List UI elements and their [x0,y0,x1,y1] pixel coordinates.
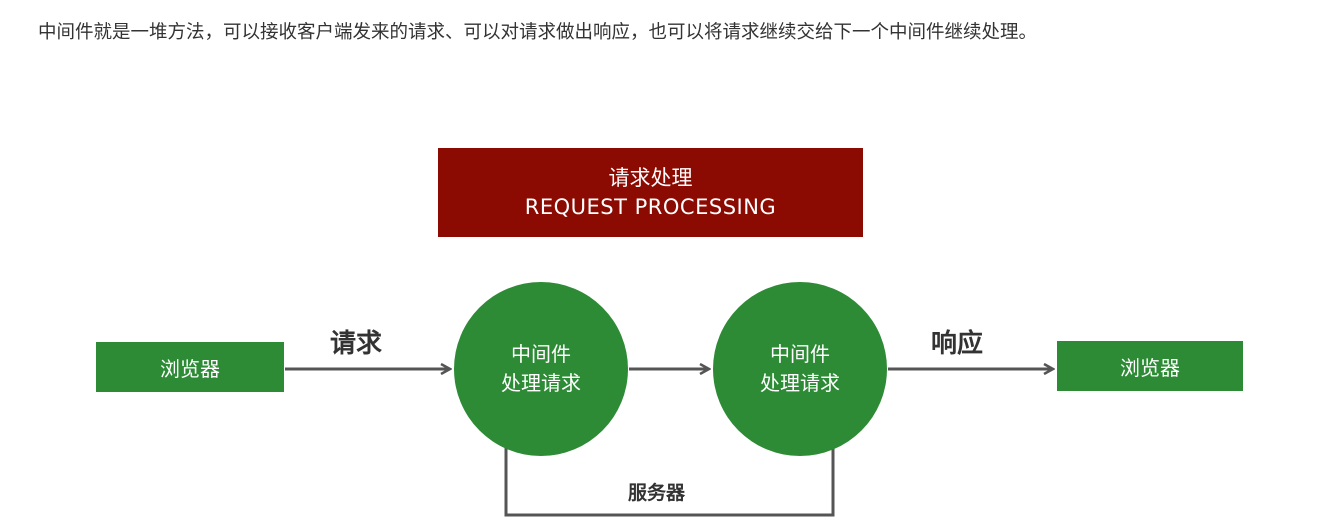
title-chinese: 请求处理 [608,165,693,190]
request-label: 请求 [330,329,383,359]
browser-box-left: 浏览器 [96,342,284,392]
title-english: REQUEST PROCESSING [524,194,777,219]
middleware-1-line2: 处理请求 [501,371,581,395]
middleware-2-line2: 处理请求 [760,371,840,395]
response-label: 响应 [931,329,984,359]
middleware-1-line1: 中间件 [511,342,571,366]
middleware-2-line1: 中间件 [770,342,830,366]
server-bracket [504,445,835,517]
server-label: 服务器 [628,482,686,504]
browser-box-right: 浏览器 [1057,341,1243,391]
intro-paragraph: 中间件就是一堆方法，可以接收客户端发来的请求、可以对请求做出响应，也可以将请求继… [38,22,1038,43]
request-processing-title-box: 请求处理 REQUEST PROCESSING [438,148,863,237]
middleware-circle-2: 中间件 处理请求 [713,282,887,456]
middleware-circle-1: 中间件 处理请求 [454,282,628,456]
